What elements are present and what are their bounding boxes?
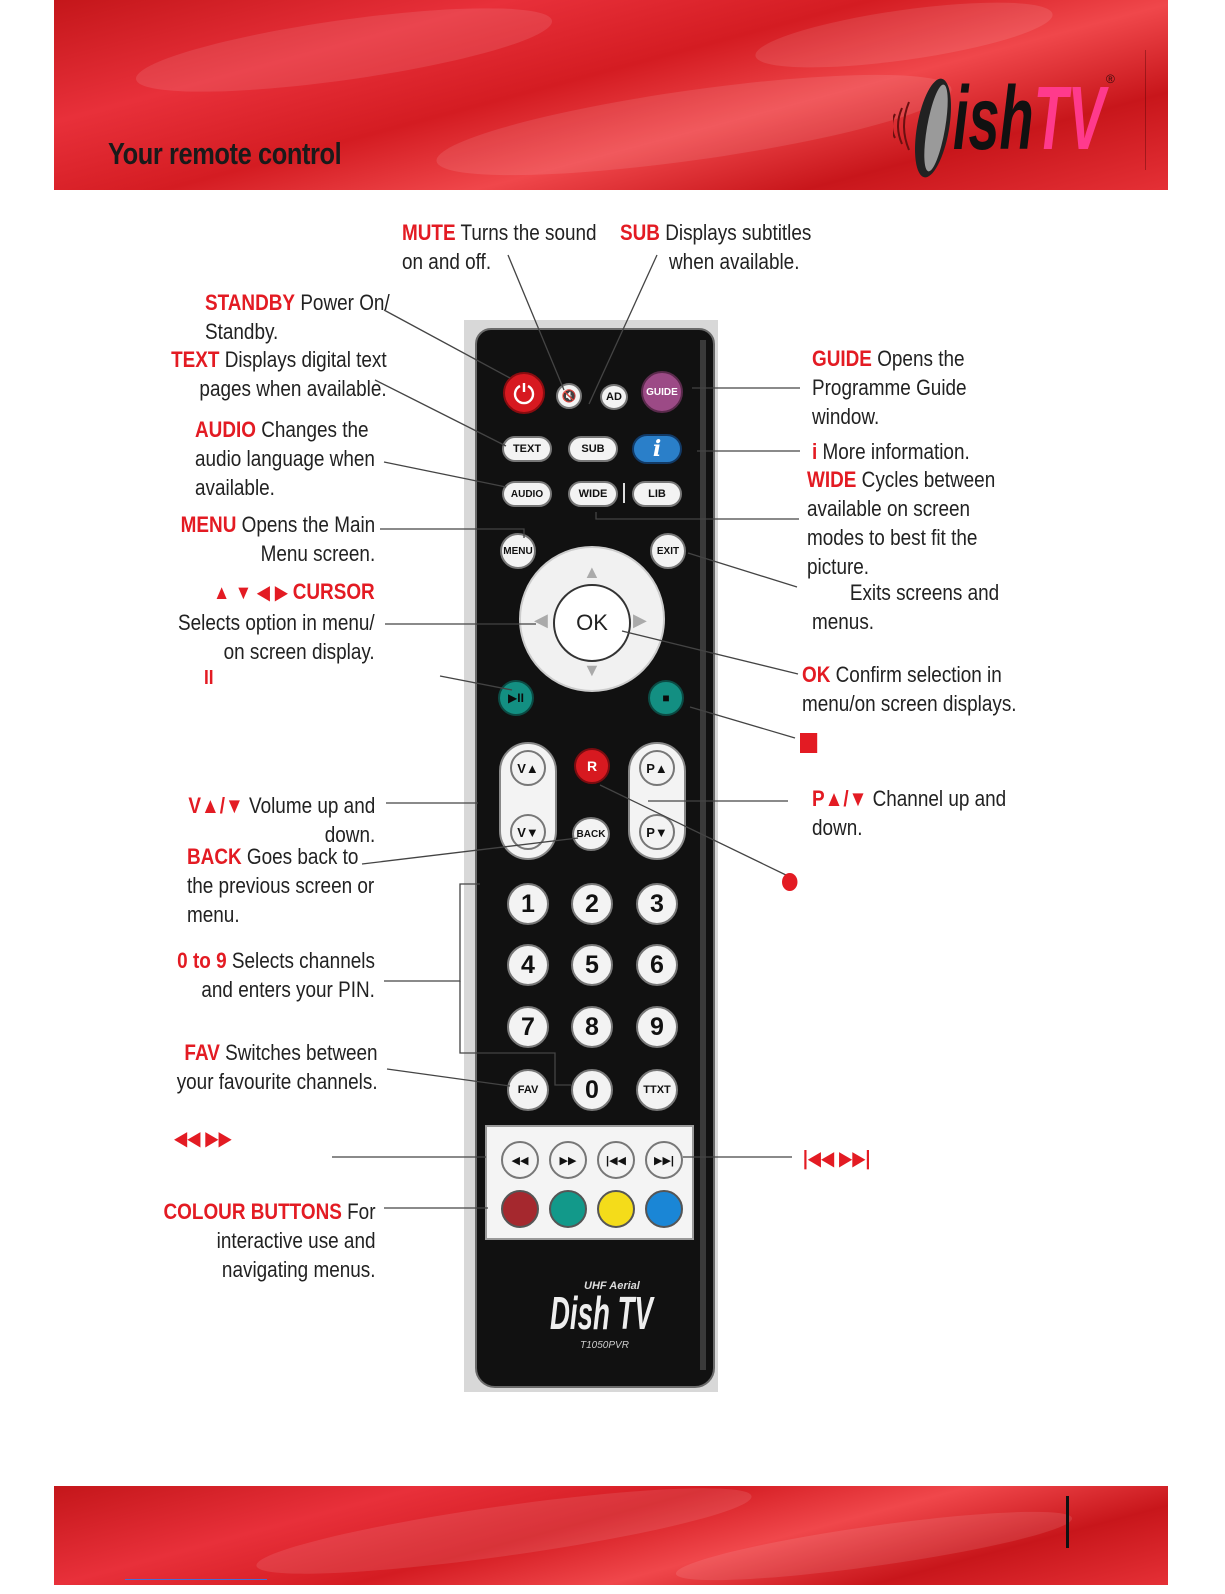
text-button[interactable]: TEXT	[502, 436, 552, 462]
remote-brand: UHF Aerial Dish TV T1050PVR	[550, 1280, 653, 1351]
button-separator	[623, 483, 625, 503]
annotation-ok: OK Confirm selection in menu/on screen d…	[802, 662, 1017, 716]
cursor-up-icon[interactable]: ▲	[583, 562, 601, 582]
mute-button[interactable]: 🔇	[556, 383, 582, 409]
number-button-1[interactable]: 1	[507, 883, 549, 925]
remote-edge	[700, 340, 706, 1370]
cursor-left-icon[interactable]: ◀	[534, 610, 548, 630]
annotation-play-pause: II	[204, 667, 214, 689]
standby-button[interactable]	[503, 372, 545, 414]
stop-square-icon	[800, 733, 818, 753]
annotation-text: TEXT Displays digital text pages when av…	[171, 347, 387, 401]
annotation-volume: V▲/▼ Volume up and down.	[188, 793, 375, 847]
ok-button[interactable]: OK	[553, 584, 631, 662]
number-button-0[interactable]: 0	[571, 1069, 613, 1111]
annotation-info: i More information.	[812, 439, 970, 464]
page-title: Your remote control	[108, 136, 342, 171]
footer-link[interactable]	[125, 1579, 267, 1580]
stop-button[interactable]: ■	[648, 680, 684, 716]
mute-icon: 🔇	[561, 389, 577, 403]
record-button[interactable]: R	[574, 748, 610, 784]
play-pause-button[interactable]: ▶II	[498, 680, 534, 716]
number-button-7[interactable]: 7	[507, 1006, 549, 1048]
number-button-6[interactable]: 6	[636, 944, 678, 986]
header-divider	[1145, 50, 1146, 170]
record-dot-icon	[782, 873, 798, 891]
sub-button[interactable]: SUB	[568, 436, 618, 462]
channel-up-button[interactable]: P▲	[639, 750, 675, 786]
red-button[interactable]	[501, 1190, 539, 1228]
number-button-5[interactable]: 5	[571, 944, 613, 986]
annotation-fav: FAV Switches between your favourite chan…	[177, 1040, 378, 1094]
dish-logo-icon	[893, 78, 951, 178]
yellow-button[interactable]	[597, 1190, 635, 1228]
fav-button[interactable]: FAV	[507, 1069, 549, 1111]
annotation-back: BACK Goes back to the previous screen or…	[187, 844, 375, 927]
rewind-button[interactable]: ◀◀	[501, 1141, 539, 1179]
ttxt-button[interactable]: TTXT	[636, 1069, 678, 1111]
number-button-3[interactable]: 3	[636, 883, 678, 925]
annotation-menu: MENU Opens the Main Menu screen.	[180, 512, 375, 566]
annotation-cursor: ▲ ▼ ◀ ▶ CURSOR Selects option in menu/ o…	[178, 579, 375, 664]
annotation-stop	[800, 731, 818, 760]
footer-divider	[1066, 1496, 1069, 1548]
number-button-9[interactable]: 9	[636, 1006, 678, 1048]
annotation-record	[782, 869, 798, 898]
green-button[interactable]	[549, 1190, 587, 1228]
annotation-numbers: 0 to 9 Selects channels and enters your …	[177, 948, 375, 1002]
skip-back-button[interactable]: |◀◀	[597, 1141, 635, 1179]
annotation-standby: STANDBY Power On/ Standby.	[205, 290, 390, 344]
annotation-audio: AUDIO Changes the audio language when av…	[195, 417, 375, 500]
menu-button[interactable]: MENU	[500, 533, 536, 569]
fast-forward-button[interactable]: ▶▶	[549, 1141, 587, 1179]
header-band	[54, 0, 1168, 196]
annotation-exit: Exits screens and menus.	[812, 580, 1000, 634]
power-icon	[513, 383, 535, 405]
exit-button[interactable]: EXIT	[650, 533, 686, 569]
annotation-colour-buttons: COLOUR BUTTONS For interactive use and n…	[163, 1199, 375, 1282]
annotation-rewind-ff: ◀◀ ▶▶	[174, 1128, 232, 1150]
annotation-guide: GUIDE Opens the Programme Guide window.	[812, 346, 967, 429]
cursor-down-icon[interactable]: ▼	[583, 660, 601, 680]
number-button-4[interactable]: 4	[507, 944, 549, 986]
annotation-sub: SUB Displays subtitles when available.	[620, 220, 812, 274]
skip-forward-button[interactable]: ▶▶|	[645, 1141, 683, 1179]
number-button-2[interactable]: 2	[571, 883, 613, 925]
number-button-8[interactable]: 8	[571, 1006, 613, 1048]
info-button[interactable]: i	[632, 434, 682, 464]
volume-up-button[interactable]: V▲	[510, 750, 546, 786]
ad-button[interactable]: AD	[600, 384, 628, 410]
annotation-wide: WIDE Cycles between available on screen …	[807, 467, 996, 579]
registered-mark: ®	[1106, 72, 1115, 86]
annotation-skip: |◀◀ ▶▶|	[803, 1148, 871, 1170]
channel-down-button[interactable]: P▼	[639, 814, 675, 850]
annotation-channel: P▲/▼ Channel up and down.	[812, 786, 1007, 840]
lib-button[interactable]: LIB	[632, 481, 682, 507]
audio-button[interactable]: AUDIO	[502, 481, 552, 507]
guide-button[interactable]: GUIDE	[641, 371, 683, 413]
wide-button[interactable]: WIDE	[568, 481, 618, 507]
dish-tv-logo: ishTV ®	[893, 66, 1143, 186]
blue-button[interactable]	[645, 1190, 683, 1228]
cursor-right-icon[interactable]: ▶	[633, 610, 647, 630]
back-button[interactable]: BACK	[572, 817, 610, 851]
annotation-mute: MUTE Turns the sound on and off.	[402, 220, 597, 274]
footer-band	[54, 1471, 1168, 1594]
